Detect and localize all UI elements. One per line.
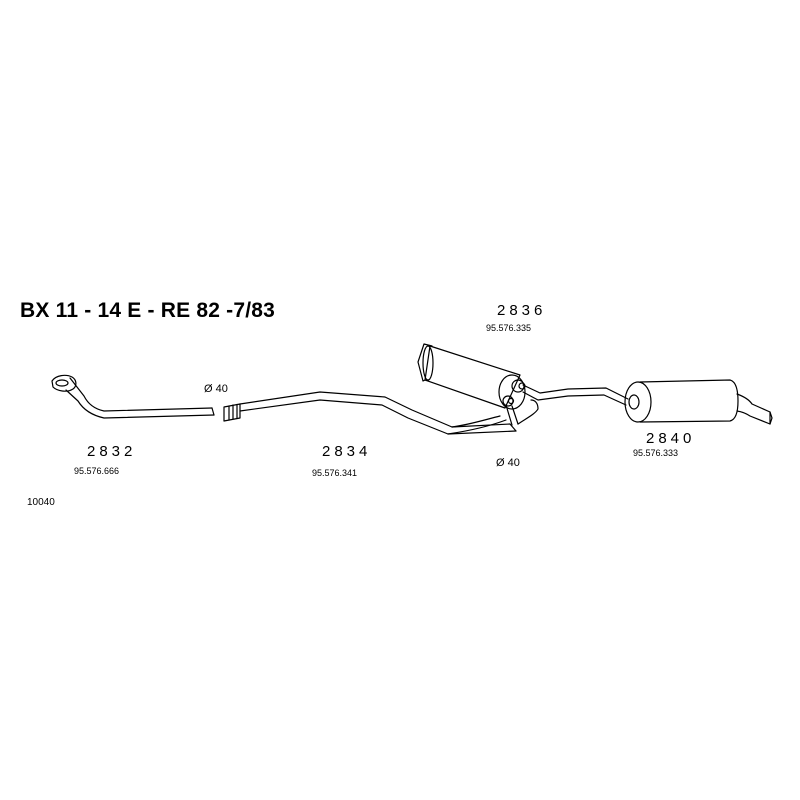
part-ref-2832: 95.576.666 [74,466,120,476]
rear-silencer-2840 [624,379,773,425]
diagram-title: BX 11 - 14 E - RE 82 -7/83 [20,299,275,322]
front-pipe-2832 [51,374,215,419]
part-ref-2836: 95.576.335 [486,323,532,333]
diameter-label-1: Ø 40 [204,383,228,395]
part-number-2834: 2834 [322,443,372,460]
drawing-code: 10040 [27,497,55,508]
part-ref-2840: 95.576.333 [633,448,679,458]
diameter-label-2: Ø 40 [496,457,520,469]
part-ref-2834: 95.576.341 [312,468,358,478]
part-number-2840: 2840 [646,430,696,447]
part-number-2832: 2832 [87,443,137,460]
center-silencer-2836 [417,343,629,426]
part-number-2836: 2836 [497,302,547,319]
intermediate-pipe-2834 [223,391,517,435]
